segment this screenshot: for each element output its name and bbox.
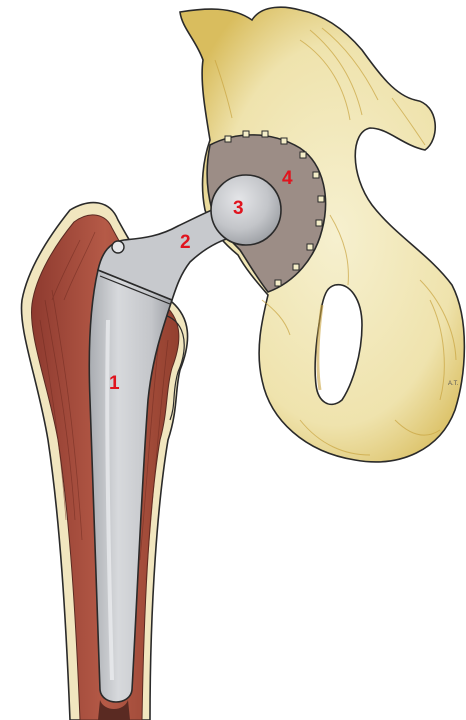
- label-head: 3: [233, 198, 244, 219]
- artist-mark: A.T.: [448, 381, 459, 387]
- label-cup: 4: [282, 168, 293, 189]
- label-stem: 1: [109, 373, 120, 394]
- stem-hole: [112, 241, 124, 253]
- label-neck: 2: [180, 232, 191, 253]
- femoral-head-group: [211, 175, 281, 245]
- femoral-head: [211, 175, 281, 245]
